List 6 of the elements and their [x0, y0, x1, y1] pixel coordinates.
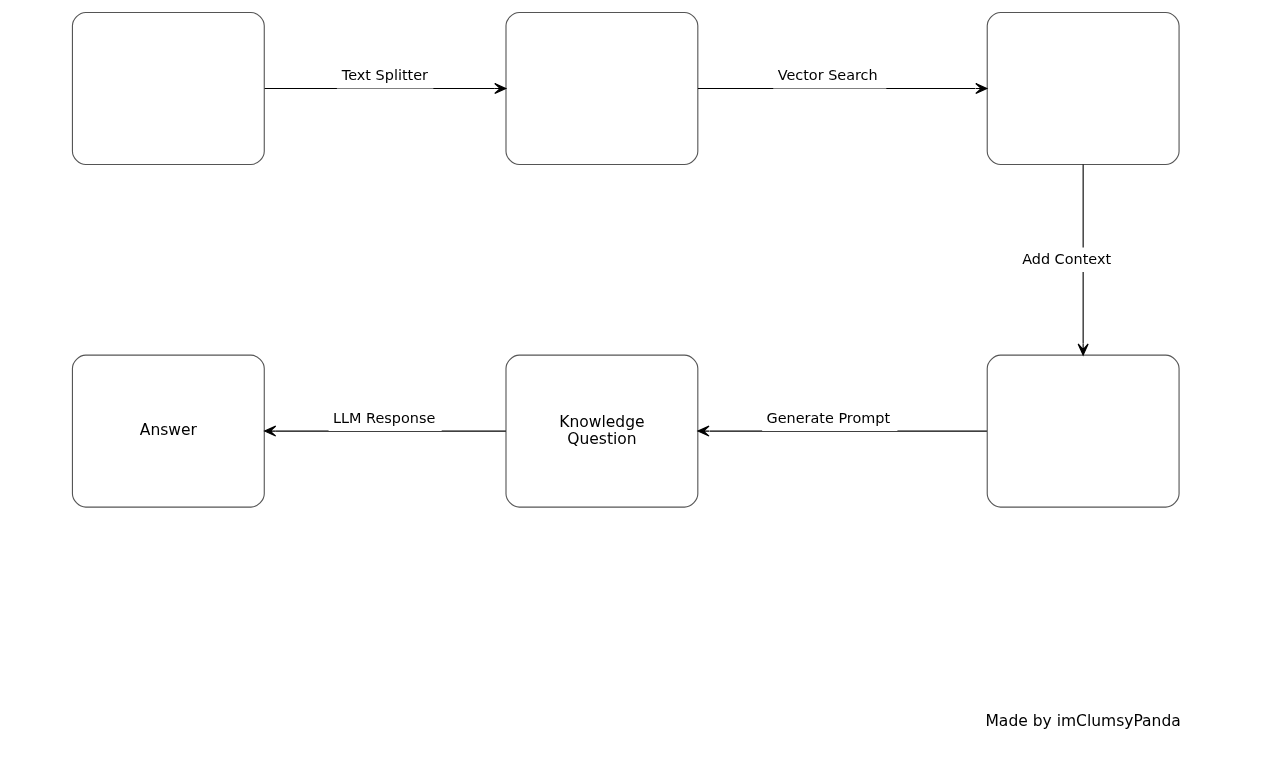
edge-label: Add Context	[1021, 250, 1111, 267]
edge-label: Generate Prompt	[766, 409, 890, 426]
label: Made by imClumsyPanda	[984, 711, 1181, 730]
edge-label: Text Splitter	[341, 67, 428, 84]
edge-label: Vector Search	[777, 67, 878, 84]
edge-label: LLM Response	[332, 409, 435, 426]
